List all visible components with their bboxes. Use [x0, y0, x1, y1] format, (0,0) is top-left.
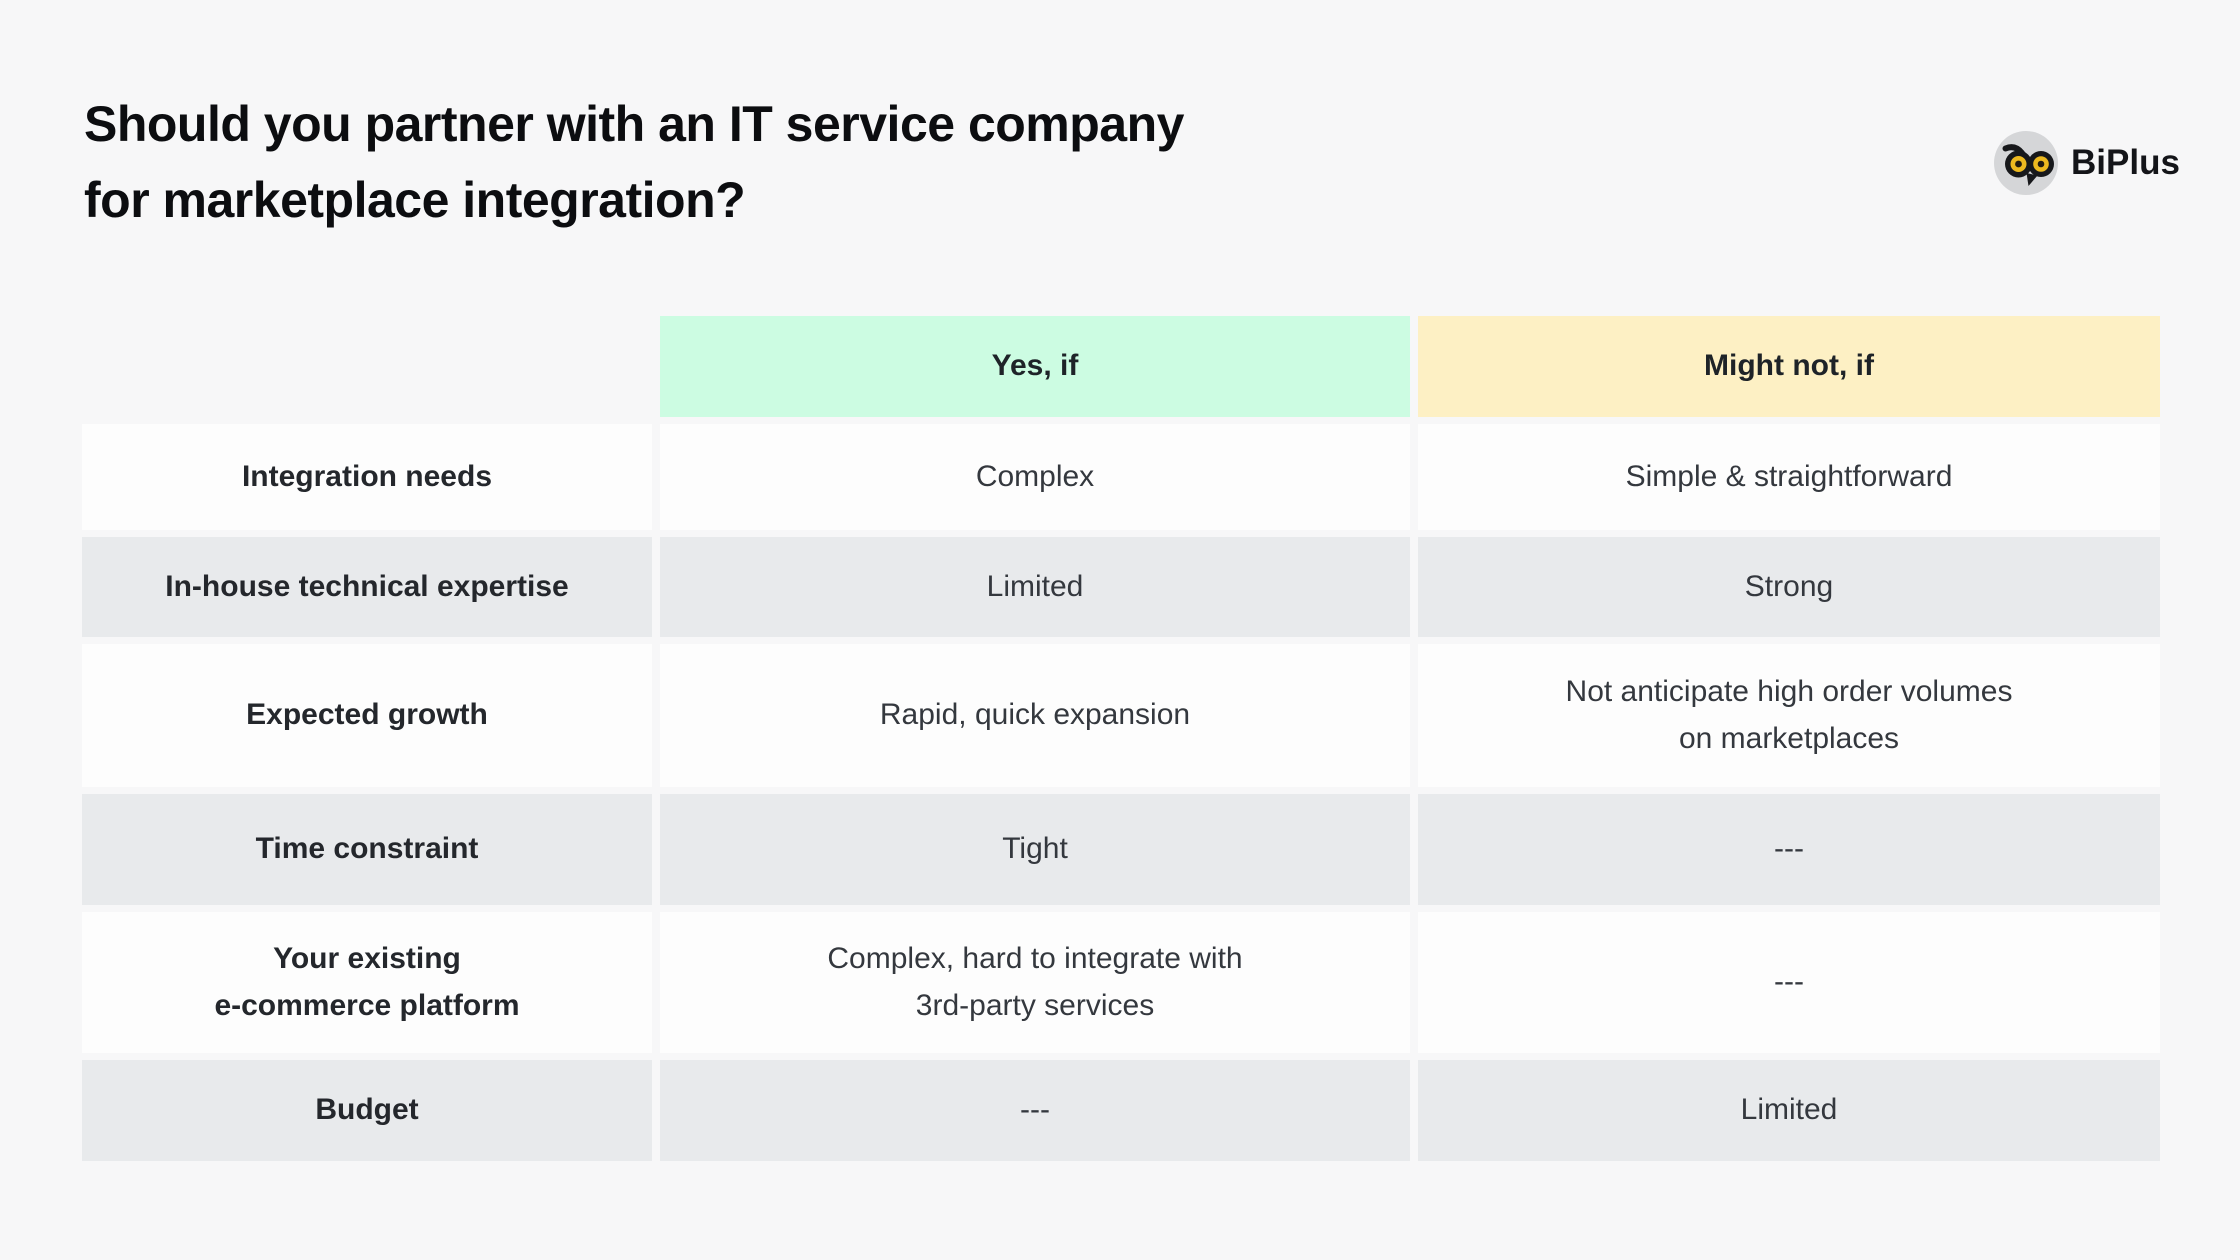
yes-cell: Tight	[660, 794, 1410, 905]
row-label-time-constraint: Time constraint	[82, 794, 652, 905]
might-not-cell: Strong	[1418, 537, 2160, 637]
might-not-cell: Simple & straightforward	[1418, 424, 2160, 530]
row-label-expected-growth: Expected growth	[82, 644, 652, 787]
yes-cell: Limited	[660, 537, 1410, 637]
row-label-budget: Budget	[82, 1060, 652, 1161]
table-corner-spacer	[82, 316, 652, 417]
brand-logo: BiPlus	[1994, 131, 2180, 195]
row-label-integration-needs: Integration needs	[82, 424, 652, 530]
row-label-inhouse-expertise: In-house technical expertise	[82, 537, 652, 637]
might-not-cell: ---	[1418, 912, 2160, 1053]
might-not-cell: Limited	[1418, 1060, 2160, 1161]
owl-icon	[1994, 131, 2058, 195]
row-label-existing-platform: Your existing e-commerce platform	[82, 912, 652, 1053]
brand-name: BiPlus	[2071, 143, 2180, 182]
might-not-cell: Not anticipate high order volumes on mar…	[1418, 644, 2160, 787]
yes-cell: Complex	[660, 424, 1410, 530]
yes-cell: Complex, hard to integrate with 3rd-part…	[660, 912, 1410, 1053]
yes-cell: Rapid, quick expansion	[660, 644, 1410, 787]
page-title: Should you partner with an IT service co…	[84, 96, 1184, 228]
yes-cell: ---	[660, 1060, 1410, 1161]
column-header-might-not-if: Might not, if	[1418, 316, 2160, 417]
might-not-cell: ---	[1418, 794, 2160, 905]
comparison-table: Yes, if Might not, if Integration needs …	[82, 316, 2160, 1161]
column-header-yes-if: Yes, if	[660, 316, 1410, 417]
